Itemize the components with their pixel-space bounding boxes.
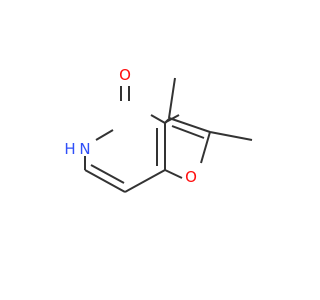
bond-c2-methyl [209,131,253,141]
atom-o-carbonyl: O [119,66,131,84]
bond-c2-o1 [200,131,211,164]
bond-c7a-c7 [124,169,166,193]
molecule-diagram: O N H O [64,66,253,193]
bond-c3-c2-inner [171,125,205,139]
bond-c4-c3a [150,114,166,124]
bond-c3-c2 [168,117,211,133]
bond-c3-methyl [168,77,176,119]
atom-h-n5: H [64,140,75,158]
bond-c7-c6-inner [90,164,125,184]
bond-n5-c4 [95,129,114,141]
atom-o-furan: O [185,168,197,186]
bond-o1-c7a [164,169,183,179]
bond-c7-c6 [84,169,126,193]
atom-n5: N [79,140,90,158]
